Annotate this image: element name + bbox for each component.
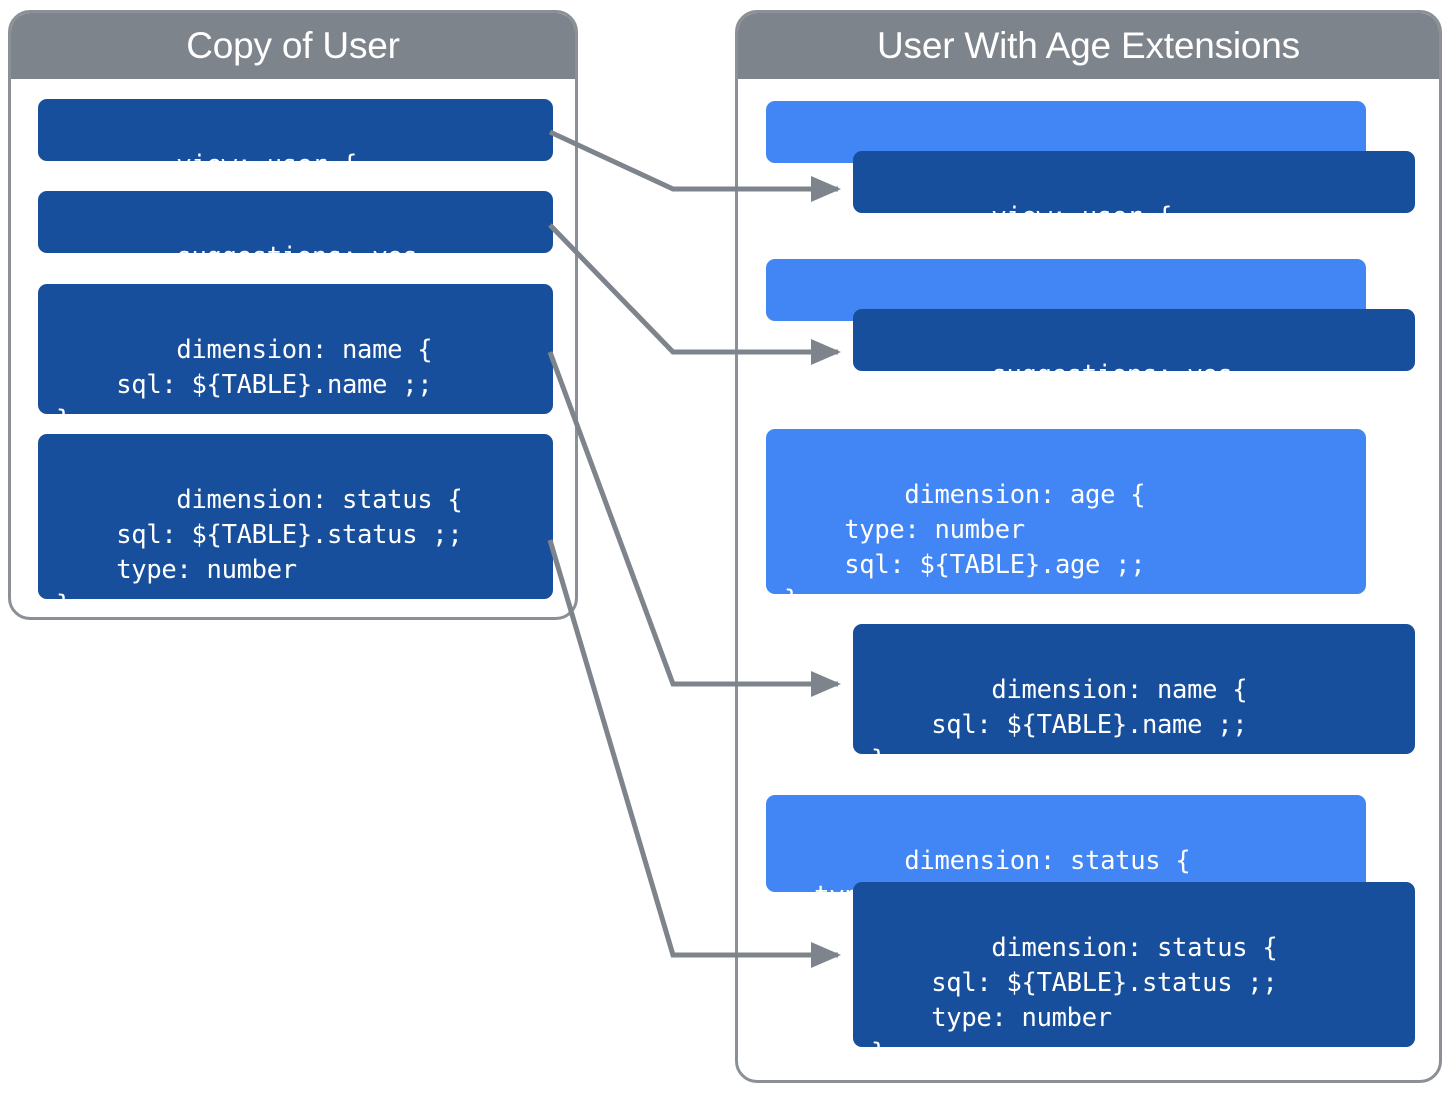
inherited-view-user-block-text: view: user { [991,202,1173,232]
suggestions-yes-block[interactable]: suggestions: yes [38,191,553,272]
dimension-status-override-block[interactable]: dimension: status { type: string [766,795,1366,911]
inherited-suggestions-yes-block-text: suggestions: yes [991,360,1233,390]
suggestions-yes-block-text: suggestions: yes [176,242,418,272]
inherited-dimension-status-block[interactable]: dimension: status { sql: ${TABLE}.status… [853,882,1415,1068]
right-panel-title: User With Age Extensions [877,25,1300,66]
view-user-block-text: view: user { [176,150,358,180]
dimension-status-block-text: dimension: status { sql: ${TABLE}.status… [56,485,463,620]
view-user-block[interactable]: view: user { [38,99,553,180]
inherited-dimension-name-block-text: dimension: name { sql: ${TABLE}.name ;; … [871,675,1248,775]
dimension-age-block[interactable]: dimension: age { type: number sql: ${TAB… [766,429,1366,615]
inherited-dimension-name-block[interactable]: dimension: name { sql: ${TABLE}.name ;; … [853,624,1415,775]
dimension-age-block-text: dimension: age { type: number sql: ${TAB… [784,480,1146,615]
left-panel-copy-of-user: Copy of User view: user { suggestions: y… [8,10,578,620]
left-panel-title: Copy of User [186,25,400,66]
dimension-name-block[interactable]: dimension: name { sql: ${TABLE}.name ;; … [38,284,553,435]
left-panel-header: Copy of User [11,13,575,79]
dimension-status-block[interactable]: dimension: status { sql: ${TABLE}.status… [38,434,553,617]
inherited-view-user-block[interactable]: view: user { [853,151,1415,232]
inherited-dimension-status-block-text: dimension: status { sql: ${TABLE}.status… [871,933,1278,1068]
right-panel-user-with-age-extensions: User With Age Extensions view: user_with… [735,10,1442,1083]
right-panel-header: User With Age Extensions [738,13,1439,79]
dimension-name-block-text: dimension: name { sql: ${TABLE}.name ;; … [56,335,433,435]
inherited-suggestions-yes-block[interactable]: suggestions: yes [853,309,1415,390]
